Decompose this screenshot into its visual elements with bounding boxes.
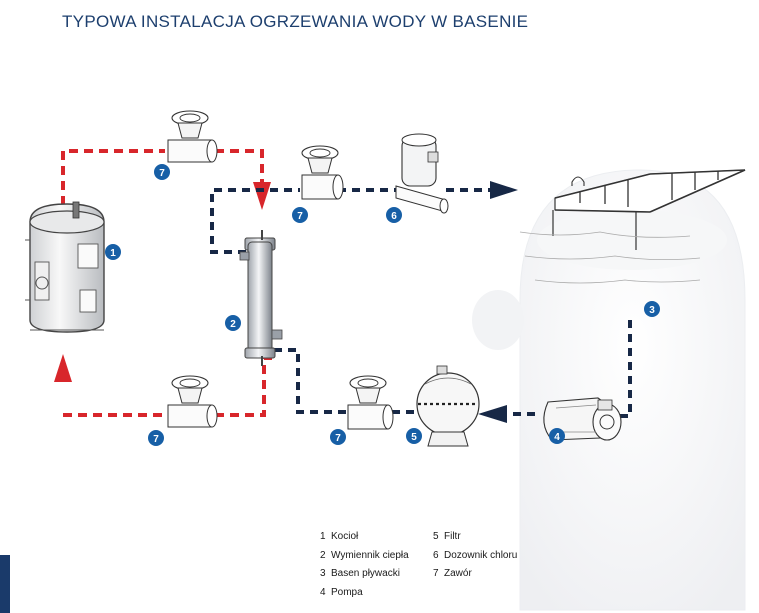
badge-valve-bottom-left-number: 7: [153, 434, 159, 445]
badge-valve-top-right-number: 7: [297, 211, 303, 222]
badge-valve-top-left-number: 7: [159, 168, 165, 179]
pool-tile-grid: [579, 171, 719, 207]
badge-pump-number: 4: [554, 432, 560, 443]
heat-exchanger: [239, 230, 283, 366]
legend-label: Filtr: [444, 531, 461, 542]
legend-item: 1 Kocioł: [320, 528, 409, 547]
legend-label: Kocioł: [331, 531, 359, 542]
legend-number: 2: [320, 549, 326, 561]
legend-label: Wymiennik ciepła: [331, 549, 409, 561]
legend-item: 4 Pompa: [320, 584, 409, 603]
badge-valve-bottom-left: 7: [148, 430, 164, 446]
badge-boiler-number: 1: [110, 248, 116, 259]
legend-item: 5 Filtr: [433, 528, 517, 547]
legend-label: Pompa: [331, 586, 363, 598]
diagram-title: TYPOWA INSTALACJA OGRZEWANIA WODY W BASE…: [62, 12, 529, 31]
legend-number: 6: [433, 549, 439, 561]
sand-filter: [416, 365, 480, 447]
valve-bottom-left: [167, 375, 218, 428]
boiler: [25, 201, 105, 333]
badge-filter-number: 5: [411, 432, 417, 443]
legend-item: 3 Basen pływacki: [320, 565, 409, 584]
badge-pool-number: 3: [649, 305, 655, 316]
swimming-pool: [519, 169, 746, 284]
badge-heat-exchanger-number: 2: [230, 319, 236, 330]
badge-valve-top-right: 7: [292, 207, 308, 223]
chlorine-dispenser: [395, 133, 449, 214]
background-ghost-shape: [0, 169, 746, 613]
badge-valve-bottom-right-number: 7: [335, 433, 341, 444]
badge-pump: 4: [549, 428, 565, 444]
legend-number: 7: [433, 568, 439, 579]
legend-item: 7 Zawór: [433, 565, 517, 584]
badge-filter: 5: [406, 428, 422, 444]
legend-item: 6 Dozownik chloru: [433, 547, 517, 566]
legend-item: 2 Wymiennik ciepła: [320, 547, 409, 566]
legend-label: Dozownik chloru: [444, 549, 518, 561]
valve-top-right: [301, 145, 344, 200]
badge-chlorinator-number: 6: [391, 211, 397, 222]
legend-label: Basen pływacki: [331, 568, 400, 579]
valve-top-left: [167, 110, 218, 163]
badge-heat-exchanger: 2: [225, 315, 241, 331]
pool-loop-arrows: [478, 181, 518, 423]
legend-number: 1: [320, 531, 326, 542]
legend-number: 3: [320, 568, 326, 579]
valve-bottom-right: [347, 375, 394, 430]
badge-pool: 3: [644, 301, 660, 317]
badge-boiler: 1: [105, 244, 121, 260]
badge-valve-bottom-right: 7: [330, 429, 346, 445]
legend-column-right: 5 Filtr 6 Dozownik chloru 7 Zawór: [433, 528, 517, 584]
pool-water-loop: [210, 188, 632, 418]
legend-number: 4: [320, 586, 326, 598]
badge-valve-top-left: 7: [154, 164, 170, 180]
legend-number: 5: [433, 531, 439, 542]
badge-chlorinator: 6: [386, 207, 402, 223]
legend-label: Zawór: [444, 568, 472, 579]
legend-column-left: 1 Kocioł 2 Wymiennik ciepła 3 Basen pływack…: [320, 528, 409, 602]
